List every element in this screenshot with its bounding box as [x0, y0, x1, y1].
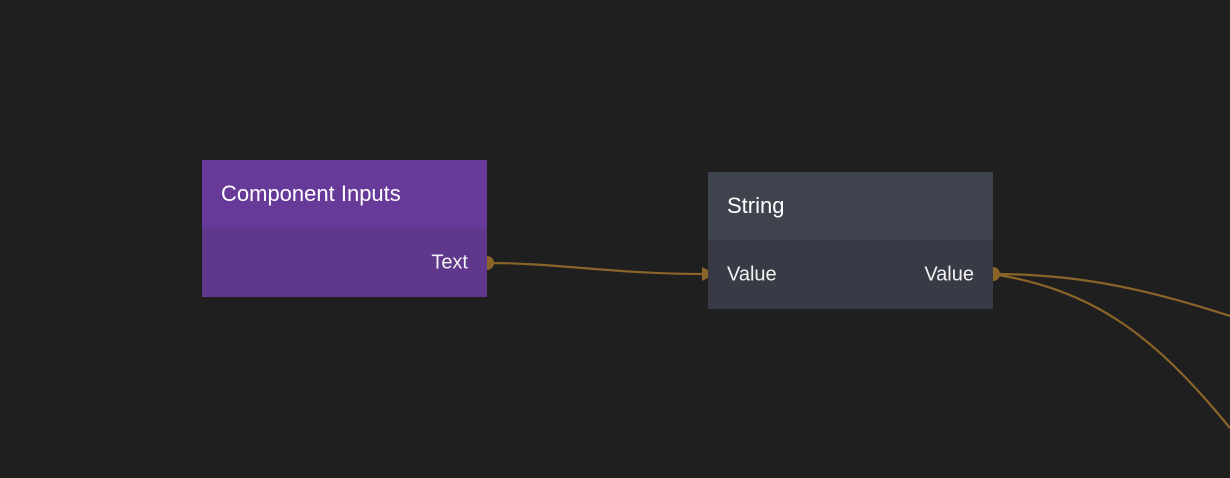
node-ports: Value Value — [708, 240, 993, 309]
component-inputs-node[interactable]: Component Inputs Text — [202, 160, 487, 297]
output-port-label-text[interactable]: Text — [431, 251, 468, 273]
node-header[interactable]: String — [708, 172, 993, 240]
input-port-label-value[interactable]: Value — [727, 263, 777, 285]
wire-value-to-offscreen-1[interactable] — [992, 272, 1230, 318]
node-ports: Text — [202, 228, 487, 297]
string-node[interactable]: String Value Value — [708, 172, 993, 309]
node-title: Component Inputs — [221, 181, 401, 206]
wire-value-to-offscreen-2[interactable] — [992, 272, 1230, 429]
node-header[interactable]: Component Inputs — [202, 160, 487, 228]
node-title: String — [727, 193, 785, 218]
wire-text-to-value[interactable] — [486, 261, 709, 276]
output-port-label-value[interactable]: Value — [924, 263, 974, 285]
